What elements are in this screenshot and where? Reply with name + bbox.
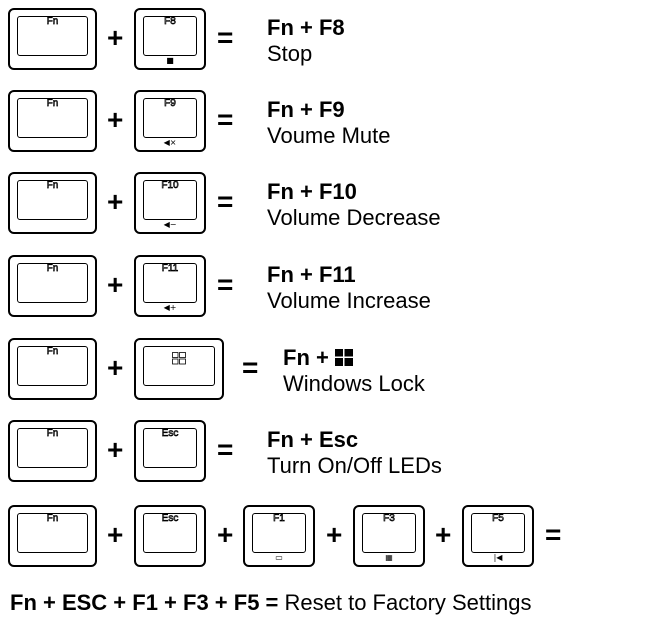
esc-key: Esc <box>134 420 206 482</box>
plus-sign: + <box>107 352 124 383</box>
previous-track-icon: |◀ <box>493 553 503 562</box>
key-cap <box>143 98 197 138</box>
key-cap <box>362 513 416 553</box>
combo-description: Stop <box>267 41 313 66</box>
f11-key: F11 ◀+ <box>134 255 206 317</box>
key-label: Fn <box>46 513 59 525</box>
fn-key: Fn <box>8 8 97 70</box>
combo-title: Fn + Esc <box>267 427 359 452</box>
key-cap <box>143 16 197 56</box>
key-label: Fn <box>46 98 59 110</box>
key-label: Fn <box>46 428 59 440</box>
key-cap <box>143 346 215 386</box>
combo-title: Fn + F8 <box>267 15 345 40</box>
key-cap <box>143 428 197 468</box>
plus-sign: + <box>107 22 124 53</box>
key-cap <box>143 513 197 553</box>
combo-description: Turn On/Off LEDs <box>267 453 442 478</box>
plus-sign: + <box>107 269 124 300</box>
fn-key: Fn <box>8 90 97 152</box>
combo-description: Volume Decrease <box>267 205 441 230</box>
key-cap <box>17 98 88 138</box>
key-label: F5 <box>492 513 504 525</box>
f1-key: F1 ▭ <box>243 505 315 567</box>
plus-sign: + <box>435 519 452 550</box>
combo-description: Windows Lock <box>283 371 425 396</box>
speaker-mute-icon: ◀× <box>163 138 177 147</box>
combo-description: Voume Mute <box>267 123 391 148</box>
f3-key: F3 ▦ <box>353 505 425 567</box>
equals-sign: = <box>217 22 234 53</box>
key-label: F11 <box>161 263 179 275</box>
plus-sign: + <box>107 104 124 135</box>
key-cap <box>252 513 306 553</box>
key-cap <box>143 180 197 220</box>
f8-key: F8 ■ <box>134 8 206 70</box>
key-cap <box>471 513 525 553</box>
plus-sign: + <box>326 519 343 550</box>
combo-title-text: Fn + <box>283 345 335 370</box>
fn-key: Fn <box>8 172 97 234</box>
plus-sign: + <box>107 434 124 465</box>
key-label: Esc <box>161 428 179 440</box>
plus-sign: + <box>107 519 124 550</box>
key-label: F8 <box>164 16 176 28</box>
combo-title: Fn + F9 <box>267 97 345 122</box>
combo-title: Fn + F10 <box>267 179 357 204</box>
key-cap <box>17 263 88 303</box>
stop-icon: ■ <box>166 56 174 65</box>
key-label: Fn <box>46 16 59 28</box>
reset-description: Reset to Factory Settings <box>278 590 532 615</box>
key-cap <box>17 346 88 386</box>
esc-key: Esc <box>134 505 206 567</box>
combo-description: Volume Increase <box>267 288 431 313</box>
monitor-icon: ▭ <box>275 553 283 562</box>
equals-sign: = <box>217 269 234 300</box>
windows-logo-icon <box>334 349 353 366</box>
key-label: Fn <box>46 263 59 275</box>
windows-logo-icon <box>172 352 186 365</box>
reset-instruction: Fn + ESC + F1 + F3 + F5 = Reset to Facto… <box>10 590 532 616</box>
f5-key: F5 |◀ <box>462 505 534 567</box>
calculator-icon: ▦ <box>385 553 393 562</box>
f9-key: F9 ◀× <box>134 90 206 152</box>
plus-sign: + <box>107 186 124 217</box>
equals-sign: = <box>242 352 259 383</box>
reset-combo: Fn + ESC + F1 + F3 + F5 = <box>10 590 279 615</box>
equals-sign: = <box>217 104 234 135</box>
f10-key: F10 ◀− <box>134 172 206 234</box>
combo-title: Fn + <box>283 346 353 370</box>
key-label: Fn <box>46 180 59 192</box>
key-cap <box>17 513 88 553</box>
speaker-plus-icon: ◀+ <box>163 303 177 312</box>
speaker-minus-icon: ◀− <box>163 220 177 229</box>
plus-sign: + <box>217 519 234 550</box>
key-label: F9 <box>164 98 176 110</box>
equals-sign: = <box>217 186 234 217</box>
fn-key: Fn <box>8 255 97 317</box>
key-label: Fn <box>46 346 59 358</box>
key-cap <box>143 263 197 303</box>
fn-key: Fn <box>8 420 97 482</box>
fn-key: Fn <box>8 338 97 400</box>
key-label: F1 <box>273 513 285 525</box>
equals-sign: = <box>545 519 562 550</box>
combo-title: Fn + F11 <box>267 262 356 287</box>
key-label: F10 <box>161 180 179 192</box>
fn-key: Fn <box>8 505 97 567</box>
windows-key <box>134 338 224 400</box>
equals-sign: = <box>217 434 234 465</box>
key-cap <box>17 16 88 56</box>
key-cap <box>17 428 88 468</box>
key-label: Esc <box>161 513 179 525</box>
key-label: F3 <box>383 513 395 525</box>
key-cap <box>17 180 88 220</box>
